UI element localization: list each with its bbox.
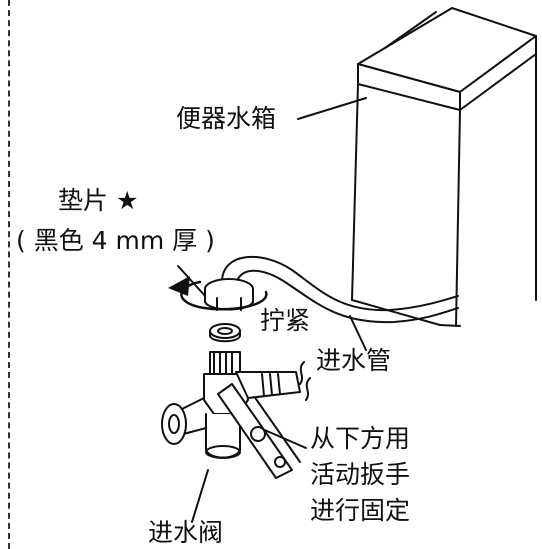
washer-label-line1: 垫片 ★: [58, 186, 139, 215]
wrench-label-line2: 活动扳手: [310, 460, 411, 489]
adjustable-wrench: [217, 361, 311, 479]
wrench-label-line3: 进行固定: [310, 496, 411, 525]
valve-leader-line: [191, 469, 209, 523]
inlet-hose: [221, 255, 459, 324]
pipe-leader-line: [349, 315, 367, 351]
inlet-valve-label: 进水阀: [148, 518, 224, 547]
tank-label: 便器水箱: [176, 104, 277, 133]
tank-leader-line: [297, 97, 367, 120]
dashed-border: [8, 0, 10, 549]
inlet-pipe-label: 进水管: [316, 346, 392, 375]
wrench-label-line1: 从下方用: [310, 424, 411, 453]
tighten-label: 拧紧: [260, 306, 311, 335]
coupling-nut: [204, 278, 254, 311]
toilet-tank: [351, 7, 537, 327]
washer: [209, 323, 241, 343]
rotation-arrow-icon: [168, 276, 268, 311]
washer-label-line2: ( 黑色 4 mm 厚 ): [16, 226, 215, 255]
